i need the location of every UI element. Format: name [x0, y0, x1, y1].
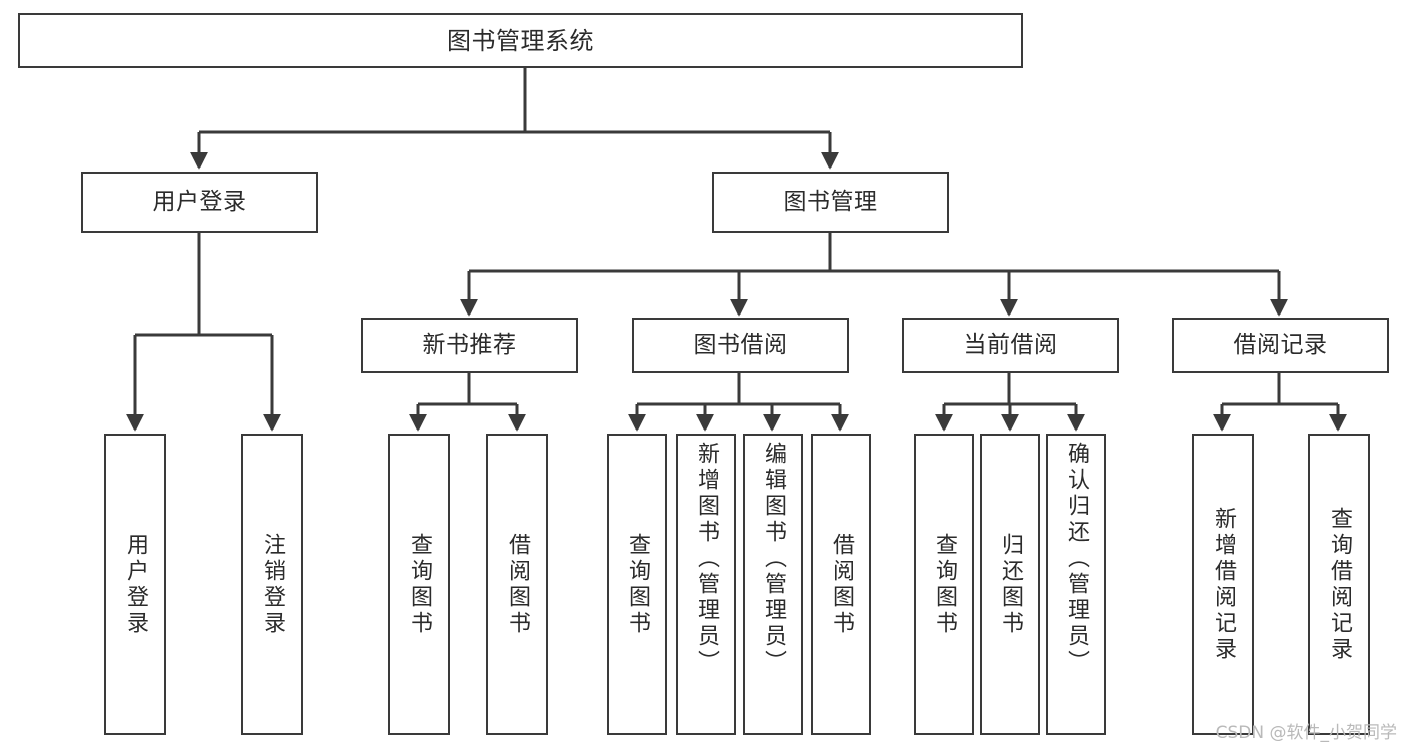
leaf-borrow-record-query-record[interactable]: 查询借阅记录: [1308, 434, 1370, 735]
leaf-new-book-query-book-label: 查询图书: [407, 532, 432, 637]
leaf-borrow-record-add-record-label: 新增借阅记录: [1211, 506, 1236, 663]
node-book-management[interactable]: 图书管理: [712, 172, 949, 233]
leaf-new-book-borrow-book-label: 借阅图书: [505, 532, 530, 637]
node-current-borrow-label: 当前借阅: [963, 332, 1058, 359]
leaf-book-borrow-add-book-label: 新增图书（管理员）: [694, 442, 719, 676]
node-root-system[interactable]: 图书管理系统: [18, 13, 1023, 68]
leaf-book-borrow-edit-book-label: 编辑图书（管理员）: [761, 442, 786, 676]
leaf-current-borrow-confirm-return[interactable]: 确认归还（管理员）: [1046, 434, 1106, 735]
leaf-book-borrow-add-book[interactable]: 新增图书（管理员）: [676, 434, 736, 735]
leaf-borrow-record-query-record-label: 查询借阅记录: [1327, 506, 1352, 663]
node-book-borrow-label: 图书借阅: [693, 332, 788, 359]
leaf-book-borrow-edit-book[interactable]: 编辑图书（管理员）: [743, 434, 803, 735]
leaf-borrow-record-add-record[interactable]: 新增借阅记录: [1192, 434, 1254, 735]
leaf-current-borrow-confirm-return-label: 确认归还（管理员）: [1064, 442, 1089, 676]
leaf-current-borrow-return-book[interactable]: 归还图书: [980, 434, 1040, 735]
leaf-new-book-borrow-book[interactable]: 借阅图书: [486, 434, 548, 735]
leaf-book-borrow-borrow-book[interactable]: 借阅图书: [811, 434, 871, 735]
node-book-management-label: 图书管理: [783, 189, 878, 216]
leaf-current-borrow-return-book-label: 归还图书: [998, 532, 1023, 637]
leaf-book-borrow-borrow-book-label: 借阅图书: [829, 532, 854, 637]
node-borrow-record[interactable]: 借阅记录: [1172, 318, 1389, 373]
leaf-user-login-logout[interactable]: 注销登录: [241, 434, 303, 735]
leaf-book-borrow-query-book-label: 查询图书: [625, 532, 650, 637]
node-book-borrow[interactable]: 图书借阅: [632, 318, 849, 373]
node-root-system-label: 图书管理系统: [447, 26, 594, 55]
leaf-current-borrow-query-book-label: 查询图书: [932, 532, 957, 637]
leaf-book-borrow-query-book[interactable]: 查询图书: [607, 434, 667, 735]
leaf-user-login-login-label: 用户登录: [123, 532, 148, 637]
leaf-current-borrow-query-book[interactable]: 查询图书: [914, 434, 974, 735]
node-user-login-label: 用户登录: [152, 189, 247, 216]
node-current-borrow[interactable]: 当前借阅: [902, 318, 1119, 373]
leaf-user-login-login[interactable]: 用户登录: [104, 434, 166, 735]
node-user-login[interactable]: 用户登录: [81, 172, 318, 233]
node-borrow-record-label: 借阅记录: [1233, 332, 1328, 359]
leaf-new-book-query-book[interactable]: 查询图书: [388, 434, 450, 735]
node-new-book-recommend[interactable]: 新书推荐: [361, 318, 578, 373]
leaf-user-login-logout-label: 注销登录: [260, 532, 285, 637]
node-new-book-recommend-label: 新书推荐: [422, 332, 517, 359]
